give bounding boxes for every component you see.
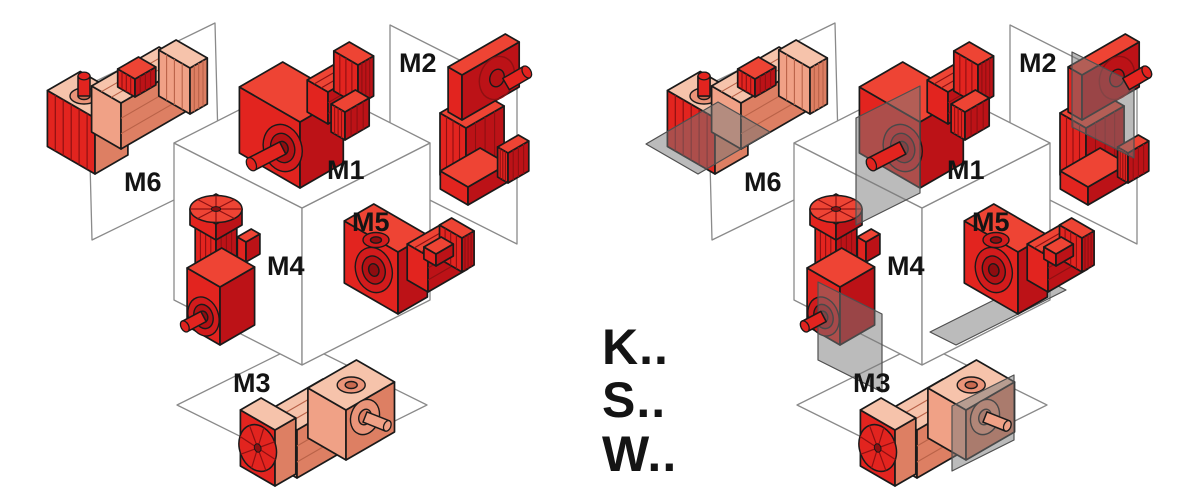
gearmotor-m2 [439,33,533,206]
mounting-plate-m3 [951,374,1015,472]
legend-line-k: K.. [602,319,669,375]
label-m5: M5 [972,207,1010,237]
label-m6: M6 [744,167,782,197]
gearmotor-m5 [343,203,475,315]
gearmotor-m5 [963,203,1095,315]
gearmotor-m1 [238,41,375,189]
label-m4: M4 [267,251,305,281]
label-m1: M1 [947,155,985,185]
gearmotor-m4 [179,193,261,346]
label-m2: M2 [1019,48,1057,78]
label-m3: M3 [233,368,271,398]
label-m2: M2 [399,48,437,78]
label-m6: M6 [124,167,162,197]
label-m3: M3 [853,368,891,398]
mounting-plate-m4 [817,281,883,393]
shafts-through-plates [697,65,1153,432]
gearmotor-m6 [46,39,209,175]
label-m5: M5 [352,207,390,237]
legend-line-s: S.. [602,372,667,428]
gearmotor-m3 [238,359,396,487]
label-m4: M4 [887,251,925,281]
label-m1: M1 [327,155,365,185]
mounting-plate-m2 [1071,51,1135,159]
legend-line-w: W.. [602,426,678,482]
mounting-plate-m6 [645,101,771,175]
